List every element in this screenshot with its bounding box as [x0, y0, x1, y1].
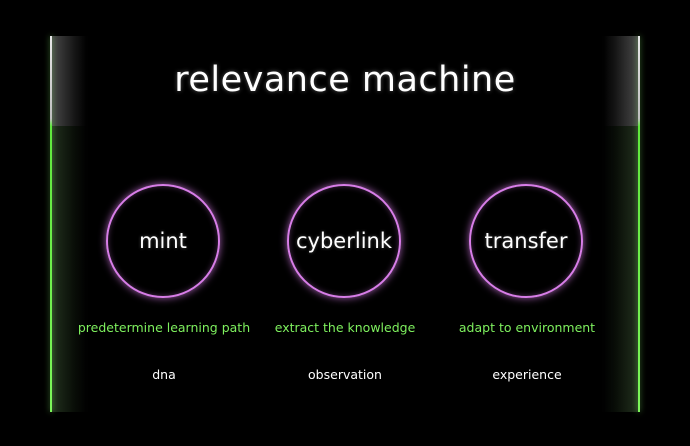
right-rail — [600, 36, 640, 412]
transfer-label: transfer — [484, 229, 568, 253]
mint-description: predetermine learning path — [77, 320, 251, 335]
column-transfer: transfer adapt to environment experience — [427, 180, 627, 400]
mint-circle-button[interactable]: mint — [106, 184, 220, 298]
left-rail-line — [50, 36, 52, 412]
transfer-description: adapt to environment — [458, 320, 596, 335]
cyberlink-tag: observation — [308, 367, 382, 382]
right-rail-line — [638, 36, 640, 412]
column-cyberlink: cyberlink extract the knowledge observat… — [245, 180, 445, 400]
right-rail-glow-bottom — [600, 126, 640, 412]
cyberlink-description: extract the knowledge — [274, 320, 416, 335]
right-rail-glow-top — [600, 36, 640, 126]
page-title: relevance machine — [174, 60, 516, 100]
cyberlink-circle-button[interactable]: cyberlink — [287, 184, 401, 298]
left-rail-glow-top — [50, 36, 90, 126]
left-rail — [50, 36, 90, 412]
transfer-tag: experience — [492, 367, 562, 382]
mint-label: mint — [139, 229, 187, 253]
column-mint: mint predetermine learning path dna — [64, 180, 264, 400]
mint-tag: dna — [152, 367, 176, 382]
cyberlink-label: cyberlink — [296, 229, 392, 253]
left-rail-glow-bottom — [50, 126, 90, 412]
transfer-circle-button[interactable]: transfer — [469, 184, 583, 298]
